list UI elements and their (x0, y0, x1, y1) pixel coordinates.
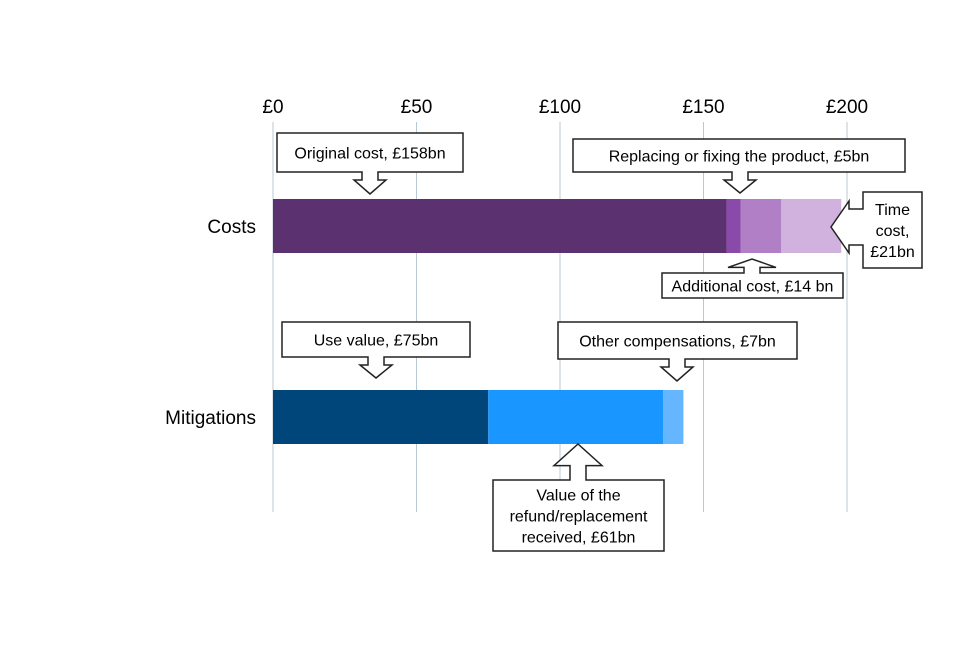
callout-box (661, 258, 844, 299)
callout-box (492, 442, 665, 552)
callout-label: Original cost, £158bn (294, 146, 445, 163)
callout-label: Use value, £75bn (314, 333, 439, 350)
callout-label: received, £61bn (522, 530, 636, 547)
bar-segment (488, 390, 664, 444)
callout-box (557, 321, 798, 382)
x-tick-label: £200 (826, 97, 868, 118)
x-tick-label: £150 (682, 97, 724, 118)
callout-label: £21bn (870, 244, 915, 261)
bar-segment (273, 199, 727, 253)
x-tick-label: £50 (401, 97, 433, 118)
callout-box (281, 321, 471, 379)
callout-label: Replacing or fixing the product, £5bn (609, 149, 870, 166)
callout-label: Value of the (536, 488, 620, 505)
callout-label: cost, (876, 223, 910, 240)
bar-segment (740, 199, 781, 253)
callout-label: Time (875, 202, 910, 219)
bar-segment (273, 390, 489, 444)
callout-box (276, 132, 464, 195)
bar-segment (726, 199, 741, 253)
callout-box (572, 138, 906, 194)
category-label: Costs (207, 217, 256, 238)
x-tick-label: £0 (262, 97, 283, 118)
x-tick-label: £100 (539, 97, 581, 118)
bar-segment (663, 390, 684, 444)
callout-label: refund/replacement (510, 509, 648, 526)
callout-box (830, 191, 923, 269)
category-label: Mitigations (165, 408, 256, 429)
callout-label: Additional cost, £14 bn (672, 279, 834, 296)
callout-label: Other compensations, £7bn (579, 334, 776, 351)
